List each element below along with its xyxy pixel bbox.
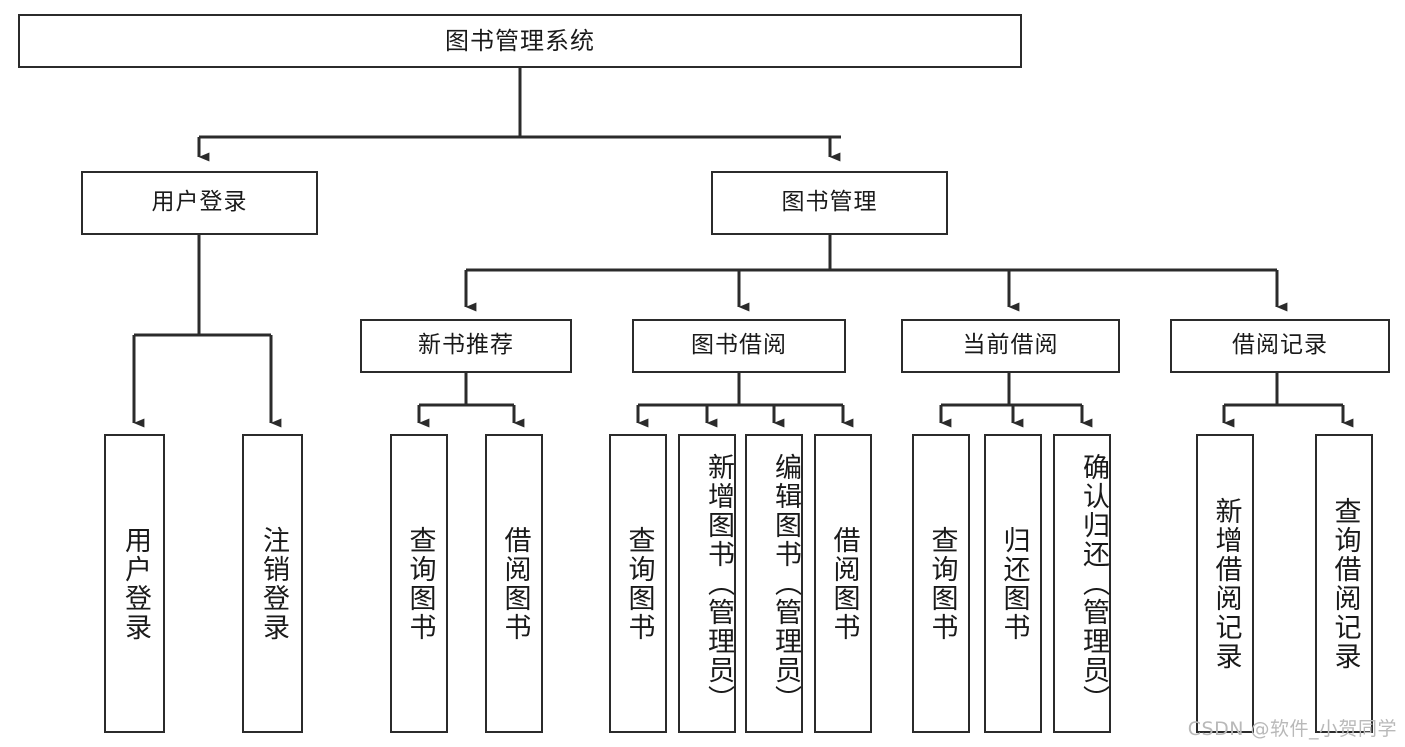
node-book-manage-label: 图书管理 bbox=[781, 189, 878, 216]
node-user-login[interactable]: 用户登录 bbox=[81, 171, 318, 235]
leaf-query-record-label: 查询借阅记录 bbox=[1329, 496, 1361, 671]
leaf-edit-book[interactable]: 编辑图书（管理员） bbox=[745, 434, 803, 733]
leaf-user-login[interactable]: 用户登录 bbox=[104, 434, 165, 733]
leaf-query-book-1-label: 查询图书 bbox=[404, 525, 436, 642]
leaf-add-book-label: 新增图书（管理员） bbox=[703, 453, 734, 714]
node-book-borrow-label: 图书借阅 bbox=[691, 332, 787, 359]
leaf-query-book-2[interactable]: 查询图书 bbox=[609, 434, 667, 733]
leaf-borrow-book-2[interactable]: 借阅图书 bbox=[814, 434, 872, 733]
leaf-query-book-1[interactable]: 查询图书 bbox=[390, 434, 448, 733]
leaf-return-book-label: 归还图书 bbox=[998, 525, 1030, 642]
node-new-book-rec-label: 新书推荐 bbox=[418, 332, 514, 359]
leaf-logout[interactable]: 注销登录 bbox=[242, 434, 303, 733]
leaf-add-book[interactable]: 新增图书（管理员） bbox=[678, 434, 736, 733]
leaf-query-record[interactable]: 查询借阅记录 bbox=[1315, 434, 1373, 733]
leaf-borrow-book-2-label: 借阅图书 bbox=[828, 525, 860, 642]
node-current-borrow-label: 当前借阅 bbox=[962, 332, 1059, 359]
node-root-label: 图书管理系统 bbox=[445, 26, 595, 55]
node-book-borrow[interactable]: 图书借阅 bbox=[632, 319, 846, 373]
leaf-logout-label: 注销登录 bbox=[257, 525, 289, 642]
leaf-add-record-label: 新增借阅记录 bbox=[1210, 496, 1242, 671]
watermark-text: CSDN @软件_小贺同学 bbox=[1187, 718, 1397, 740]
node-new-book-rec[interactable]: 新书推荐 bbox=[360, 319, 572, 373]
node-borrow-record-label: 借阅记录 bbox=[1232, 332, 1328, 359]
leaf-query-book-2-label: 查询图书 bbox=[623, 525, 655, 642]
node-user-login-label: 用户登录 bbox=[151, 189, 248, 216]
leaf-return-book[interactable]: 归还图书 bbox=[984, 434, 1042, 733]
node-borrow-record[interactable]: 借阅记录 bbox=[1170, 319, 1390, 373]
leaf-add-record[interactable]: 新增借阅记录 bbox=[1196, 434, 1254, 733]
node-book-manage[interactable]: 图书管理 bbox=[711, 171, 948, 235]
leaf-borrow-book-1[interactable]: 借阅图书 bbox=[485, 434, 543, 733]
leaf-query-book-3-label: 查询图书 bbox=[926, 525, 958, 642]
leaf-borrow-book-1-label: 借阅图书 bbox=[499, 525, 531, 642]
node-current-borrow[interactable]: 当前借阅 bbox=[901, 319, 1120, 373]
node-root[interactable]: 图书管理系统 bbox=[18, 14, 1022, 68]
leaf-user-login-label: 用户登录 bbox=[119, 525, 151, 642]
leaf-confirm-return[interactable]: 确认归还（管理员） bbox=[1053, 434, 1111, 733]
leaf-edit-book-label: 编辑图书（管理员） bbox=[770, 453, 801, 714]
leaf-query-book-3[interactable]: 查询图书 bbox=[912, 434, 970, 733]
leaf-confirm-return-label: 确认归还（管理员） bbox=[1078, 453, 1109, 714]
